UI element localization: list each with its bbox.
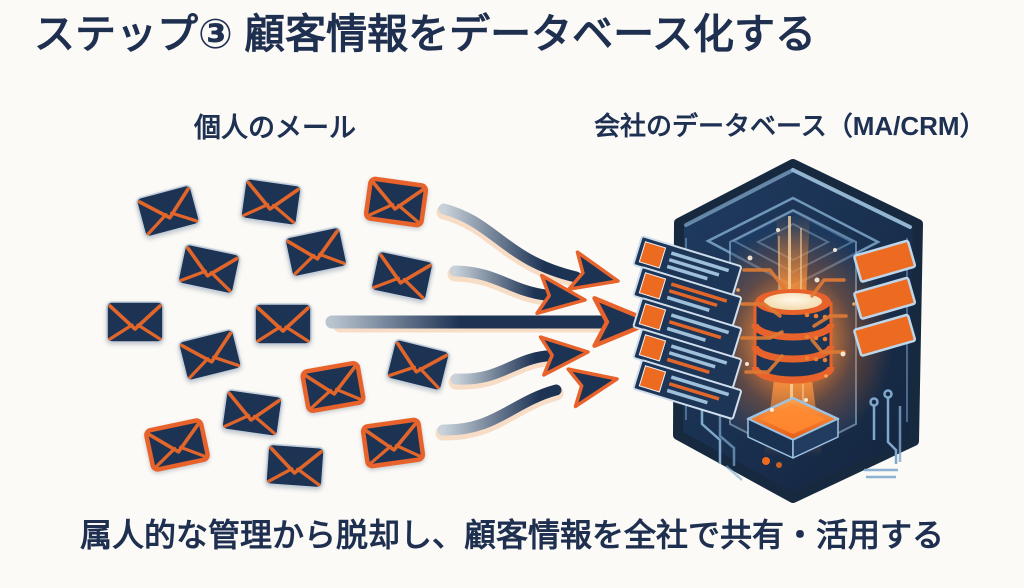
connector-wires	[740, 268, 848, 374]
flow-arrows	[325, 203, 652, 441]
data-block	[853, 313, 917, 357]
email-envelope-icon	[133, 182, 203, 240]
flow-arrow	[435, 358, 623, 441]
email-envelope-icon	[263, 442, 327, 490]
email-envelope-icon	[176, 327, 244, 383]
email-envelope-icon	[219, 387, 285, 439]
flow-arrow	[436, 203, 625, 302]
email-envelope-icon	[368, 248, 436, 304]
page-title: ステップ③ 顧客情報をデータベース化する	[34, 11, 817, 57]
data-card	[632, 297, 742, 358]
footer-message: 属人的な管理から脱却し、顧客情報を全社で共有・活用する	[79, 517, 944, 553]
label-company-database: 会社のデータベース（MA/CRM）	[594, 111, 986, 141]
platform	[746, 396, 840, 459]
data-cards-left	[632, 235, 742, 420]
email-cluster	[105, 176, 452, 490]
email-envelope-icon	[238, 176, 304, 228]
status-dot	[762, 457, 770, 465]
flow-arrow	[325, 298, 652, 346]
sparkles	[736, 228, 856, 412]
data-card	[632, 266, 742, 327]
flow-arrow	[448, 331, 592, 390]
flow-arrow	[447, 265, 590, 321]
email-envelope-icon	[384, 337, 452, 393]
data-card	[632, 359, 742, 420]
email-envelope-icon	[105, 300, 165, 344]
email-envelope-icon	[175, 241, 243, 297]
email-envelope-highlighted-icon	[300, 360, 366, 414]
email-envelope-highlighted-icon	[360, 417, 426, 469]
email-envelope-icon	[282, 224, 350, 280]
data-block	[853, 276, 917, 320]
data-block	[853, 239, 917, 283]
email-envelope-highlighted-icon	[143, 417, 211, 473]
email-envelope-icon	[253, 302, 313, 346]
data-blocks-right	[853, 239, 917, 357]
email-envelope-highlighted-icon	[363, 176, 429, 228]
database-cylinder-icon	[751, 289, 835, 384]
status-dot	[776, 462, 782, 468]
database-illustration	[632, 159, 923, 503]
label-personal-email: 個人のメール	[194, 113, 356, 143]
data-card	[632, 235, 742, 296]
